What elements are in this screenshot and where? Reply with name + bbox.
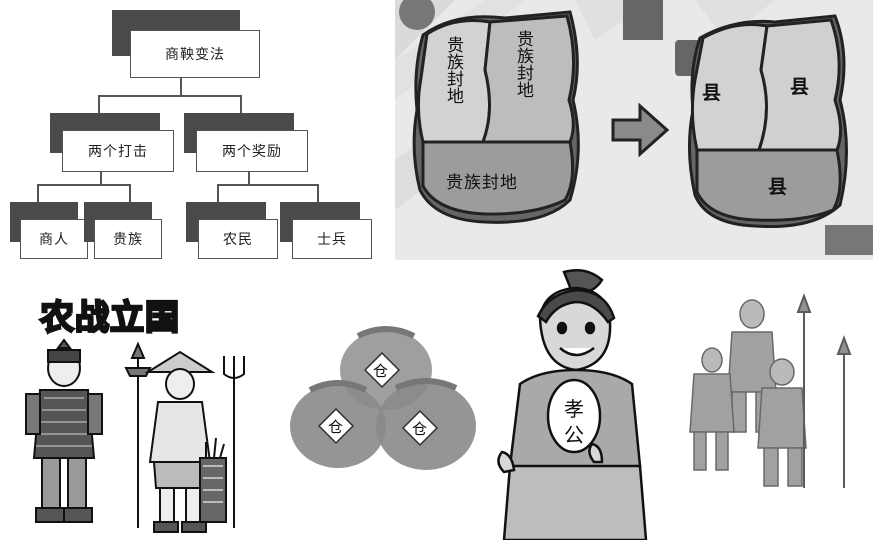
reform-tree-diagram: 商鞅变法 两个打击 两个奖励 商人 贵族 农民 士兵 xyxy=(0,0,400,270)
county-label-bottom: 县 xyxy=(768,176,788,198)
duke-badge xyxy=(546,378,602,454)
soldier-figure-front xyxy=(757,358,807,487)
duke-xiao-illustration xyxy=(497,269,648,540)
soldier-figure-left xyxy=(689,347,735,471)
county-label-left: 县 xyxy=(702,82,722,104)
county-map-after xyxy=(687,14,848,229)
fief-region-bottom xyxy=(421,140,575,216)
granary-label-tag xyxy=(363,351,401,389)
fief-map-before xyxy=(412,10,580,224)
granary-sacks-illustration xyxy=(290,326,476,470)
map-corner-shape xyxy=(825,225,873,255)
connector xyxy=(129,184,131,204)
branch-node-label: 两个奖励 xyxy=(196,130,308,172)
agri-war-title: 农战立国 xyxy=(39,297,181,340)
duke-badge-line2: 公 xyxy=(564,423,584,447)
connector xyxy=(98,95,100,117)
leaf-node-label: 农民 xyxy=(198,219,278,259)
connector xyxy=(37,184,129,186)
halberd-icon xyxy=(124,341,152,528)
soldier-figure xyxy=(25,338,103,523)
leaf-node-label: 士兵 xyxy=(292,219,372,259)
leaf-node-label: 商人 xyxy=(20,219,88,259)
granary-label: 仓 xyxy=(412,420,428,438)
soldier-and-farmer-illustration xyxy=(25,338,245,533)
connector xyxy=(248,168,250,184)
fief-label-bottom: 贵族封地 xyxy=(446,173,518,193)
fief-to-county-map xyxy=(395,0,873,260)
connector xyxy=(100,168,102,184)
connector xyxy=(37,184,39,204)
fief-region-right xyxy=(480,14,575,144)
root-node-label: 商鞅变法 xyxy=(130,30,260,78)
map-corner-shape xyxy=(399,0,435,30)
county-region-right xyxy=(756,18,842,152)
county-region-bottom xyxy=(695,148,842,222)
connector xyxy=(98,95,240,97)
connector xyxy=(217,184,219,204)
leaf-node-label: 贵族 xyxy=(94,219,162,259)
granary-label-tag xyxy=(317,407,355,445)
fief-label-right: 贵族封地 xyxy=(513,30,533,98)
fief-label-left: 贵族封地 xyxy=(443,36,463,104)
transform-arrow-icon xyxy=(611,102,670,158)
connector xyxy=(217,184,317,186)
pitchfork-icon xyxy=(223,356,245,528)
map-corner-shape xyxy=(623,0,663,40)
connector xyxy=(180,77,182,95)
terracotta-soldiers-illustration xyxy=(689,293,852,488)
basket-icon xyxy=(199,437,227,523)
granary-label-tag xyxy=(401,409,439,447)
granary-label: 仓 xyxy=(328,418,344,436)
duke-badge-line1: 孝 xyxy=(564,397,584,421)
connector xyxy=(317,184,319,204)
connector xyxy=(240,95,242,117)
county-label-right: 县 xyxy=(790,76,810,98)
granary-label: 仓 xyxy=(373,362,389,380)
branch-node-label: 两个打击 xyxy=(62,130,174,172)
spear-icon xyxy=(796,293,852,488)
